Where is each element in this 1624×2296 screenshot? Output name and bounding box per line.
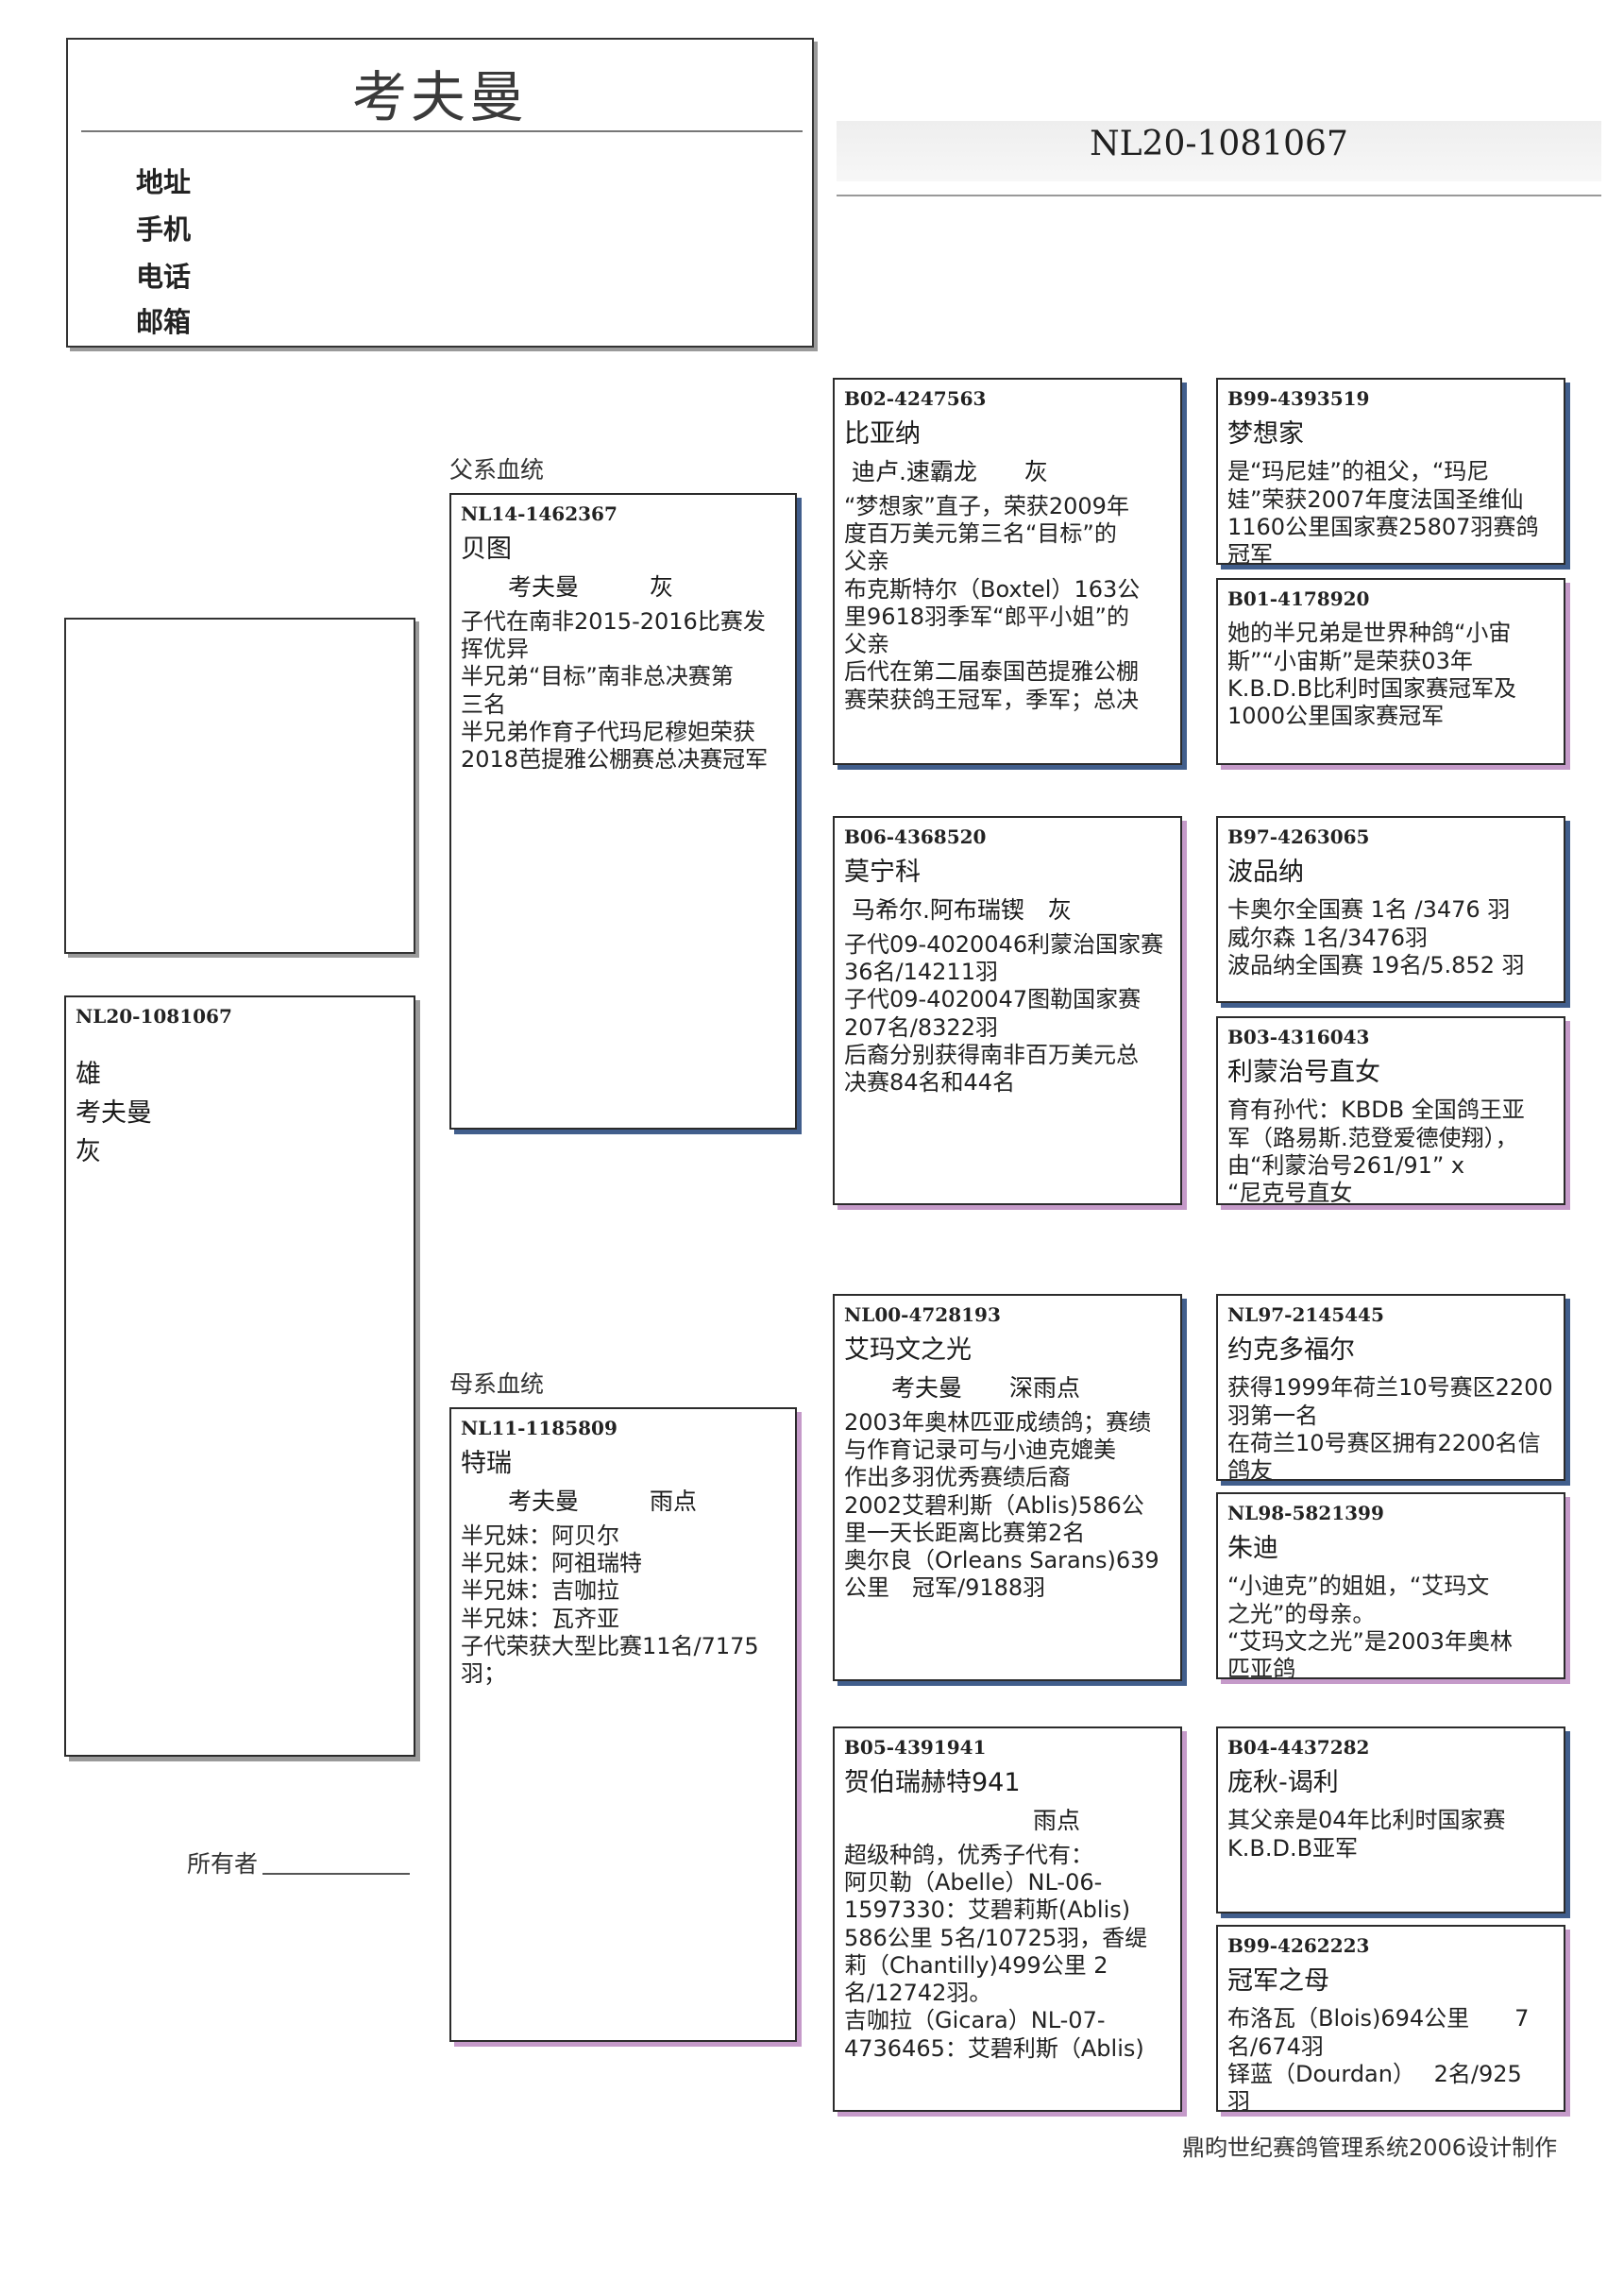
dds-ring: B04-4437282 xyxy=(1227,1736,1370,1759)
dam-sire-card: NL00-4728193 艾玛文之光 考夫曼 深雨点 2003年奥林匹亚成绩鸽；… xyxy=(833,1294,1182,1681)
sire-sire-description: “梦想家”直子，荣获2009年度百万美元第三名“目标”的父亲布克斯特尔（Boxt… xyxy=(844,492,1141,713)
dam-sire-ring: NL00-4728193 xyxy=(844,1303,1001,1326)
ssd-ring: B01-4178920 xyxy=(1227,587,1370,610)
sds-ring: B97-4263065 xyxy=(1227,825,1370,848)
email-label: 邮箱 xyxy=(136,306,192,338)
dsd-description: “小迪克”的姐姐，“艾玛文之光”的母亲。“艾玛文之光”是2003年奥林匹亚鸽 xyxy=(1227,1573,1513,1679)
dam-dam-name: 贺伯瑞赫特941 xyxy=(844,1768,1021,1798)
ring-title-divider xyxy=(837,195,1601,196)
sdd-name: 利蒙治号直女 xyxy=(1227,1058,1380,1088)
sire-dam-card: B06-4368520 莫宁科 马希尔.阿布瑞锲 灰 子代09-4020046利… xyxy=(833,816,1182,1205)
sdd-description: 育有孙代：KBDB 全国鸽王亚军（路易斯.范登爱德使翔），由“利蒙治号261/9… xyxy=(1227,1097,1525,1205)
owner-label: 所有者 xyxy=(187,1850,259,1878)
ddd-name: 冠军之母 xyxy=(1227,1966,1329,1997)
dam-dam-ring: B05-4391941 xyxy=(844,1736,987,1759)
dam-sire-breeder-color: 考夫曼 深雨点 xyxy=(844,1374,1081,1403)
dam-card: NL11-1185809 特瑞 考夫曼 雨点 半兄妹：阿贝尔半兄妹：阿祖瑞特半兄… xyxy=(449,1407,797,2042)
sire-card: NL14-1462367 贝图 考夫曼 灰 子代在南非2015-2016比赛发挥… xyxy=(449,493,797,1130)
dsd-card: NL98-5821399 朱迪 “小迪克”的姐姐，“艾玛文之光”的母亲。“艾玛文… xyxy=(1216,1492,1565,1679)
dsd-ring: NL98-5821399 xyxy=(1227,1502,1384,1524)
subject-ring: NL20-1081067 xyxy=(76,1005,232,1028)
sdd-card: B03-4316043 利蒙治号直女 育有孙代：KBDB 全国鸽王亚军（路易斯.… xyxy=(1216,1016,1565,1205)
sire-description: 子代在南非2015-2016比赛发挥优异半兄弟“目标”南非总决赛第三名半兄弟作育… xyxy=(461,607,769,774)
sire-dam-breeder-color: 马希尔.阿布瑞锲 灰 xyxy=(844,896,1072,925)
owner-name: 考夫曼 xyxy=(351,65,528,129)
dam-dam-card: B05-4391941 贺伯瑞赫特941 雨点 超级种鸽，优秀子代有：阿贝勒（A… xyxy=(833,1726,1182,2112)
sire-sire-ring: B02-4247563 xyxy=(844,387,987,410)
dam-ring: NL11-1185809 xyxy=(461,1417,617,1439)
sds-description: 卡奥尔全国赛 1名 /3476 羽威尔森 1名/3476羽波品纳全国赛 19名/… xyxy=(1227,896,1525,978)
subject-breeder: 考夫曼 xyxy=(76,1098,152,1129)
sire-sire-card: B02-4247563 比亚纳 迪卢.速霸龙 灰 “梦想家”直子，荣获2009年… xyxy=(833,378,1182,765)
dam-breeder-color: 考夫曼 雨点 xyxy=(461,1488,698,1516)
footer-credit: 鼎昀世纪赛鸽管理系统2006设计制作 xyxy=(1182,2134,1558,2161)
dam-line-label: 母系血统 xyxy=(449,1370,545,1398)
sire-ring: NL14-1462367 xyxy=(461,502,617,525)
dam-dam-description: 超级种鸽，优秀子代有：阿贝勒（Abelle）NL-06-1597330：艾碧莉斯… xyxy=(844,1841,1148,2062)
subject-color: 灰 xyxy=(76,1137,101,1167)
sds-name: 波品纳 xyxy=(1227,858,1304,888)
dss-name: 约克多福尔 xyxy=(1227,1335,1355,1366)
subject-card: NL20-1081067 雄 考夫曼 灰 xyxy=(64,995,415,1757)
photo-placeholder xyxy=(64,618,415,954)
sdd-ring: B03-4316043 xyxy=(1227,1026,1370,1048)
ring-title: NL20-1081067 xyxy=(1090,125,1348,163)
dam-dam-breeder-color: 雨点 xyxy=(844,1807,1081,1835)
dam-sire-description: 2003年奥林匹亚成绩鸽；赛绩与作育记录可与小迪克媲美作出多羽优秀赛绩后裔 20… xyxy=(844,1408,1159,1602)
sire-sire-breeder-color: 迪卢.速霸龙 灰 xyxy=(844,458,1048,486)
sss-ring: B99-4393519 xyxy=(1227,387,1370,410)
ddd-ring: B99-4262223 xyxy=(1227,1934,1370,1957)
dam-name: 特瑞 xyxy=(461,1449,512,1479)
phone-label: 电话 xyxy=(136,261,192,293)
address-label: 地址 xyxy=(136,166,192,198)
dam-sire-name: 艾玛文之光 xyxy=(844,1335,972,1366)
sss-name: 梦想家 xyxy=(1227,419,1304,450)
mobile-label: 手机 xyxy=(136,213,192,246)
dss-ring: NL97-2145445 xyxy=(1227,1303,1384,1326)
sire-line-label: 父系血统 xyxy=(449,456,545,484)
sss-card: B99-4393519 梦想家 是“玛尼娃”的祖父，“玛尼娃”荣获2007年度法… xyxy=(1216,378,1565,565)
sire-sire-name: 比亚纳 xyxy=(844,419,921,450)
ring-title-band xyxy=(837,121,1601,181)
dds-name: 庞秋-谒利 xyxy=(1227,1768,1339,1798)
dsd-name: 朱迪 xyxy=(1227,1534,1278,1564)
header-divider xyxy=(81,130,803,132)
sire-dam-name: 莫宁科 xyxy=(844,858,921,888)
sire-name: 贝图 xyxy=(461,535,512,565)
owner-signature-line xyxy=(262,1873,410,1875)
dam-description: 半兄妹：阿贝尔半兄妹：阿祖瑞特半兄妹：吉咖拉半兄妹：瓦齐亚子代荣获大型比赛11名… xyxy=(461,1522,759,1688)
sire-dam-ring: B06-4368520 xyxy=(844,825,987,848)
subject-sex: 雄 xyxy=(76,1060,101,1090)
owner-header: 考夫曼 地址 手机 电话 邮箱 xyxy=(66,38,814,348)
sds-card: B97-4263065 波品纳 卡奥尔全国赛 1名 /3476 羽威尔森 1名/… xyxy=(1216,816,1565,1003)
sire-breeder-color: 考夫曼 灰 xyxy=(461,573,674,602)
